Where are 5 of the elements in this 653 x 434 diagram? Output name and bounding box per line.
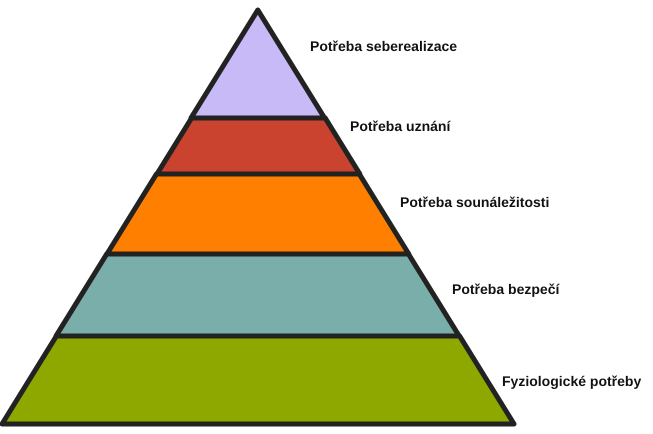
level-label: Potřeba seberealizace [310,38,458,54]
level-label: Fyziologické potřeby [502,373,642,389]
level-label: Potřeba bezpečí [452,281,560,297]
level-label: Potřeba uznání [350,118,450,134]
level-label: Potřeba sounáležitosti [400,194,550,210]
